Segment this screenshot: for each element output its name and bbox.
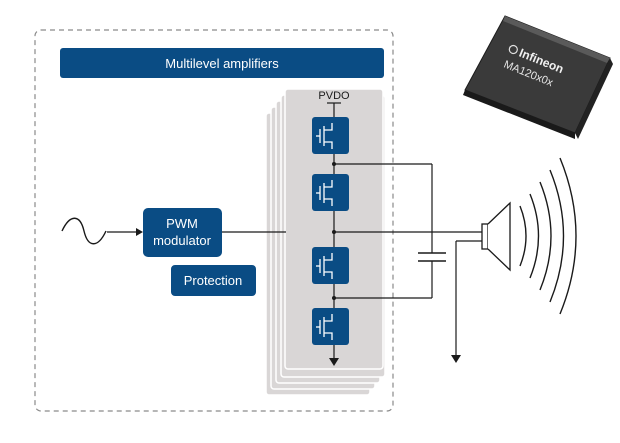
banner-label: Multilevel amplifiers <box>165 56 279 71</box>
protection-block <box>171 265 256 296</box>
output-wiring <box>334 163 482 355</box>
chip-image: Infineon MA120x0x <box>463 15 613 139</box>
capacitor-icon <box>418 252 446 262</box>
junction-dots <box>332 162 336 300</box>
pwm-label-line1: PWM <box>166 216 198 231</box>
mosfet-icon <box>312 117 349 154</box>
multilevel-banner <box>60 48 384 78</box>
sound-waves-icon <box>519 157 577 315</box>
protection-label: Protection <box>184 273 243 288</box>
sine-wave-icon <box>61 217 107 245</box>
mosfet-icon <box>312 308 349 345</box>
input-arrow-icon <box>136 228 143 236</box>
ground-arrow-icon <box>451 355 461 363</box>
mosfet-icon <box>312 247 349 284</box>
ground-arrow-icon <box>329 358 339 366</box>
pvdo-label: PVDO <box>318 90 350 102</box>
mosfet-icon <box>312 174 349 211</box>
pwm-label-line2: modulator <box>153 233 211 248</box>
pwm-modulator-block <box>143 208 222 257</box>
speaker-icon <box>481 201 511 272</box>
amplifier-boundary <box>34 29 394 412</box>
